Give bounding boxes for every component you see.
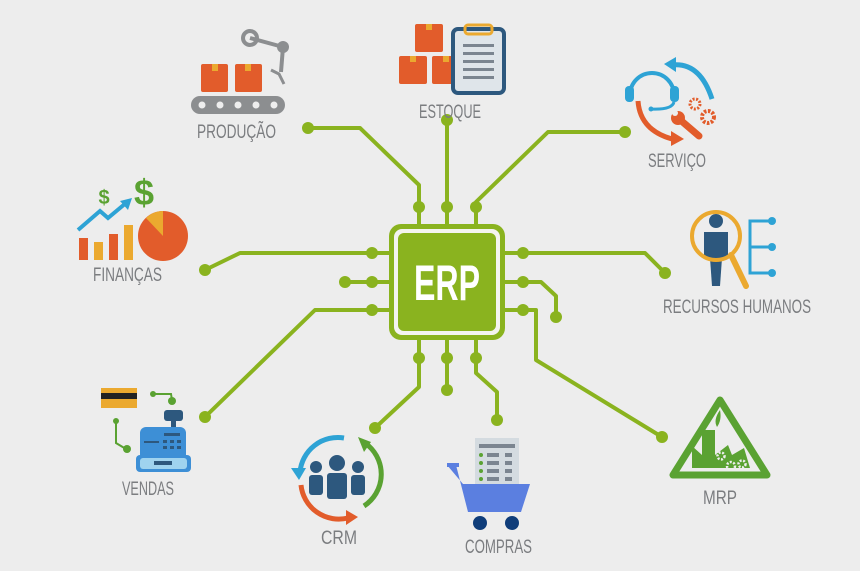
label-crm: CRM	[321, 528, 357, 549]
factory-icon	[669, 396, 771, 479]
dollar-small-icon: $	[98, 187, 109, 209]
conveyor-robot-icon	[191, 29, 289, 114]
label-recursos-humanos: RECURSOS HUMANOS	[663, 297, 811, 318]
trace-dots	[199, 114, 671, 443]
trace-producao	[308, 126, 421, 224]
erp-label: ERP	[414, 255, 480, 311]
label-mrp: MRP	[703, 488, 737, 509]
boxes-clipboard-icon	[399, 23, 506, 95]
trace-vendas	[203, 308, 389, 419]
headset-wrench-icon	[625, 57, 716, 146]
people-cycle-icon	[291, 435, 384, 525]
trace-rh	[505, 251, 667, 275]
label-estoque: ESTOQUE	[419, 102, 481, 123]
finance-chart-icon: $ $	[76, 172, 188, 261]
dollar-large-icon: $	[134, 172, 154, 213]
shopping-cart-icon	[447, 438, 530, 530]
trace-financas	[204, 251, 389, 272]
label-financas: FINANÇAS	[93, 265, 162, 286]
person-search-icon	[690, 210, 776, 289]
trace-compras	[474, 340, 499, 420]
cash-register-icon	[101, 388, 191, 472]
trace-crm	[373, 340, 421, 430]
label-vendas: VENDAS	[122, 479, 174, 500]
label-producao: PRODUÇÃO	[197, 121, 276, 143]
label-servico: SERVIÇO	[648, 151, 706, 172]
label-compras: COMPRAS	[465, 537, 532, 558]
erp-chip: ERP	[389, 224, 505, 340]
trace-servico	[474, 130, 625, 224]
trace-mrp	[505, 308, 664, 439]
